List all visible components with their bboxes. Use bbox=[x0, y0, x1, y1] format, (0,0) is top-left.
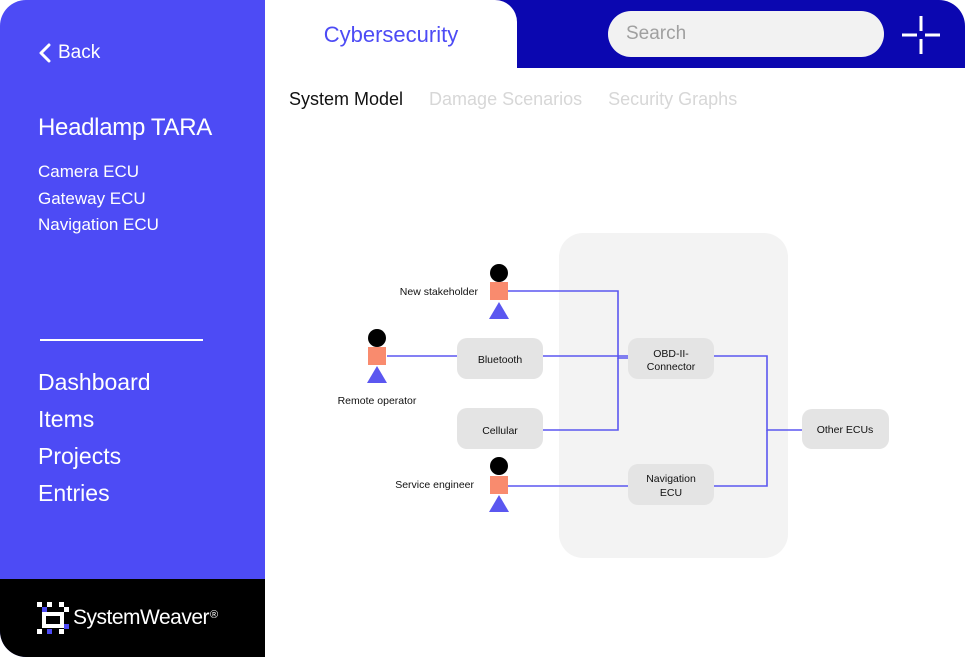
system-boundary bbox=[559, 233, 788, 558]
nav-item-entries[interactable]: Entries bbox=[38, 480, 110, 506]
ecu-list: Camera ECU Gateway ECU Navigation ECU bbox=[38, 159, 159, 239]
sidebar: Back Headlamp TARA Camera ECU Gateway EC… bbox=[0, 0, 265, 657]
systemweaver-logo-icon bbox=[37, 602, 69, 634]
svg-text:Navigation: Navigation bbox=[646, 473, 696, 485]
link-cellular-obd bbox=[543, 358, 619, 431]
label-service-engineer: Service engineer bbox=[395, 479, 474, 491]
node-navigation-ecu[interactable]: Navigation ECU bbox=[628, 464, 714, 505]
link-nav-other bbox=[714, 430, 768, 487]
svg-text:OBD-II-: OBD-II- bbox=[653, 348, 689, 360]
stakeholder-icon[interactable] bbox=[489, 457, 509, 512]
node-bluetooth[interactable]: Bluetooth bbox=[457, 338, 543, 379]
svg-text:Connector: Connector bbox=[647, 361, 696, 373]
link-obd-other bbox=[714, 355, 802, 431]
node-obd-connector[interactable]: OBD-II- Connector bbox=[628, 338, 714, 379]
chevron-left-icon bbox=[39, 43, 51, 63]
node-other-ecus[interactable]: Other ECUs bbox=[802, 409, 889, 449]
ecu-item-navigation[interactable]: Navigation ECU bbox=[38, 215, 159, 234]
tab-cybersecurity[interactable]: Cybersecurity bbox=[265, 0, 517, 70]
ecu-item-camera[interactable]: Camera ECU bbox=[38, 162, 140, 181]
label-remote-operator: Remote operator bbox=[338, 395, 417, 407]
main-nav: Dashboard Items Projects Entries bbox=[38, 364, 151, 512]
tab-system-model[interactable]: System Model bbox=[289, 89, 404, 109]
search-input[interactable] bbox=[608, 11, 884, 57]
back-label: Back bbox=[58, 42, 101, 63]
system-model-diagram: New stakeholder Remote operator Service … bbox=[338, 233, 889, 558]
svg-text:Cellular: Cellular bbox=[482, 425, 518, 437]
node-cellular[interactable]: Cellular bbox=[457, 408, 543, 449]
brand-footer: SystemWeaver® bbox=[0, 579, 265, 657]
svg-text:ECU: ECU bbox=[660, 487, 682, 499]
project-title: Headlamp TARA bbox=[38, 114, 212, 141]
crosshair-menu-icon[interactable] bbox=[900, 14, 942, 56]
tab-security-graphs[interactable]: Security Graphs bbox=[608, 89, 738, 109]
view-tabs: System Model Damage Scenarios Security G… bbox=[289, 89, 737, 110]
svg-text:Bluetooth: Bluetooth bbox=[478, 354, 523, 366]
label-new-stakeholder: New stakeholder bbox=[400, 286, 479, 298]
svg-text:Other ECUs: Other ECUs bbox=[817, 424, 874, 436]
link-new-stakeholder bbox=[508, 290, 628, 359]
nav-item-items[interactable]: Items bbox=[38, 406, 95, 432]
connections bbox=[387, 290, 802, 487]
back-button[interactable]: Back bbox=[38, 41, 100, 65]
tab-damage-scenarios[interactable]: Damage Scenarios bbox=[429, 89, 583, 109]
stakeholder-icon[interactable] bbox=[489, 264, 509, 319]
nav-item-dashboard[interactable]: Dashboard bbox=[38, 369, 151, 395]
nav-item-projects[interactable]: Projects bbox=[38, 443, 122, 469]
stakeholder-icon[interactable] bbox=[367, 329, 387, 383]
ecu-item-gateway[interactable]: Gateway ECU bbox=[38, 188, 146, 208]
sidebar-divider bbox=[40, 339, 203, 341]
brand-name: SystemWeaver® bbox=[73, 606, 218, 629]
